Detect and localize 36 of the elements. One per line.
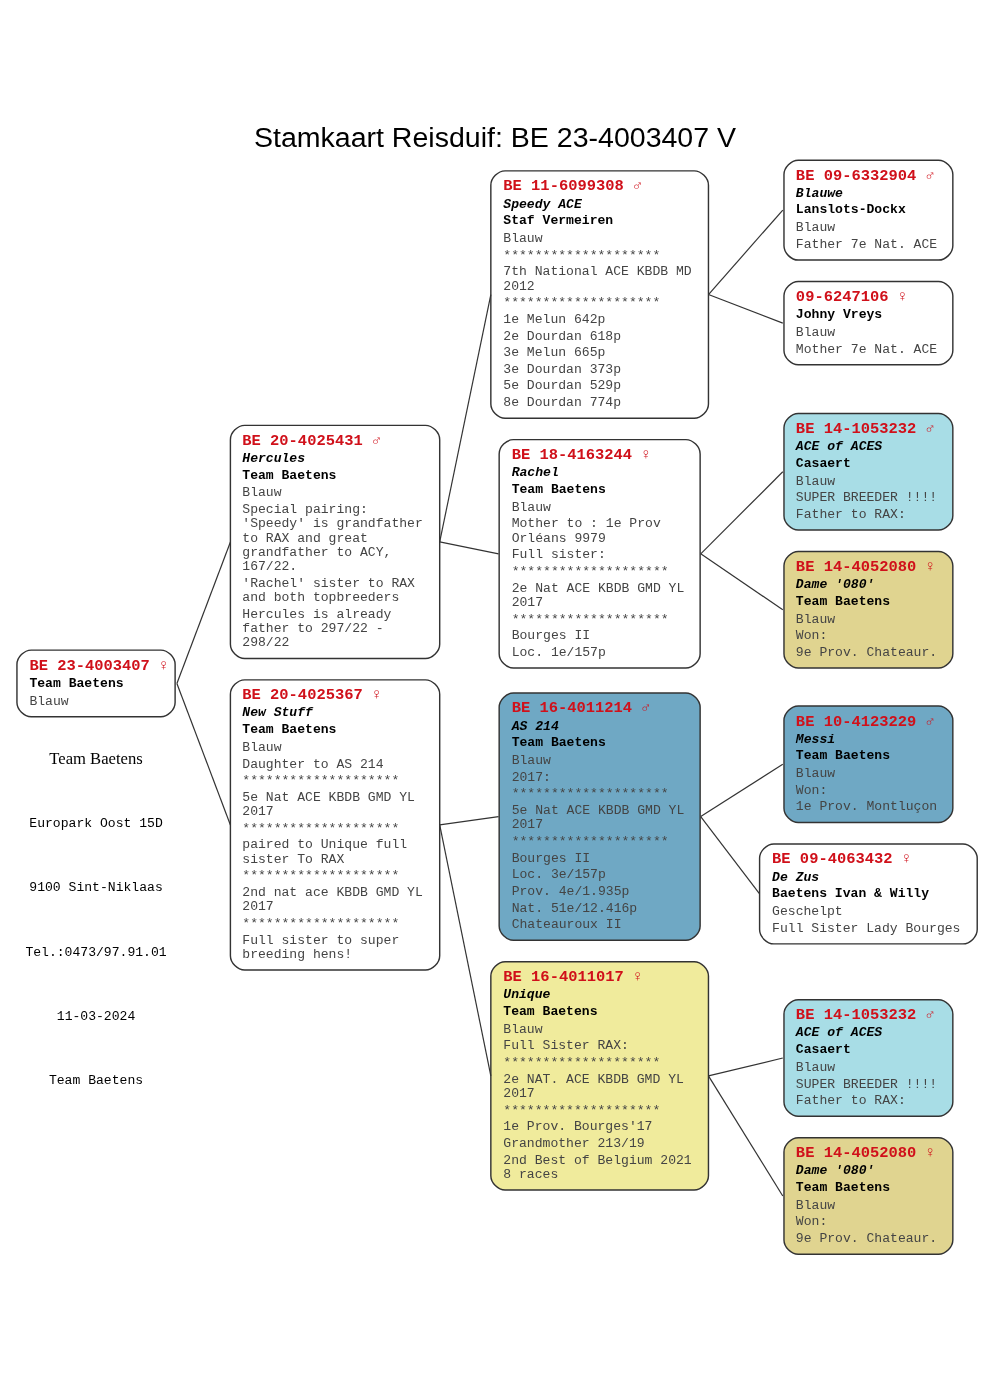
connector xyxy=(700,763,784,817)
label: 9100 Sint-Niklaas xyxy=(29,879,163,895)
node-box: BE 09-4063432 ♀ De Zus Baetens Ivan & Willy Geschelpt Full Sister Lady Bourges xyxy=(758,842,978,945)
node-box: BE 14-1053232 ♂ ACE of ACES Casaert Blauw SUPER BREEDER !!!! Father to RAX: xyxy=(783,998,954,1117)
node-box: BE 11-6099308 ♂ Speedy ACE Staf Vermeiren Blauw ******************** 7th National ACE KBDB MD 2012 ******************** 1e Melun 642p 2e Dourdan 618p 3e Melun 665p 3e Dourdan 373p 5e Dourdan 529p 8e Dourdan 774p xyxy=(490,169,710,419)
connector xyxy=(439,293,492,542)
diagram-title: Stamkaart Reisduif: BE 23-4003407 V xyxy=(253,120,737,153)
node-box: BE 16-4011017 ♀ Unique Team Baetens Blauw Full Sister RAX: ******************** 2e NAT. ACE KBDB GMD YL 2017 ******************** 1e Prov. Bourges'17 Grandmother 213/19 2nd Best of Belgium 2021 8 races xyxy=(490,960,710,1191)
connector xyxy=(176,682,231,826)
node-box: BE 14-1053232 ♂ ACE of ACES Casaert Blauw SUPER BREEDER !!!! Father to RAX: xyxy=(783,412,954,531)
label: Tel.:0473/97.91.01 xyxy=(25,944,167,960)
connector xyxy=(439,815,500,826)
connector xyxy=(707,1074,784,1197)
node-box: BE 18-4163244 ♀ Rachel Team Baetens Blauw Mother to : 1e Prov Orléans 9979 Full sister: ******************** 2e Nat ACE KBDB GMD YL 2017 ******************** Bourges II Loc. 1e/157p xyxy=(498,438,701,669)
node-box: BE 20-4025367 ♀ New Stuff Team Baetens Blauw Daughter to AS 214 ******************** 5e Nat ACE KBDB GMD YL 2017 ******************** paired to Unique full sister To RAX ******************** 2nd nat ace KBDB GMD YL 2017 ******************** Full sister to super breeding hens! xyxy=(229,678,441,971)
label: Team Baetens xyxy=(48,1072,144,1088)
node-box: BE 10-4123229 ♂ Messi Team Baetens Blauw Won: 1e Prov. Montluçon xyxy=(783,704,954,823)
node-box: BE 23-4003407 ♀ Team Baetens Blauw xyxy=(16,648,176,717)
connector xyxy=(439,823,492,1076)
label: Europark Oost 15D xyxy=(29,815,163,831)
connector xyxy=(176,540,231,684)
node-box: BE 20-4025431 ♂ Hercules Team Baetens Blauw Special pairing: 'Speedy' is grandfather to RAX and great grandfather to ACY, 167/22. 'Rachel' sister to RAX and both topbreeders Hercules is already father to 297/22 - 298/22 xyxy=(229,424,441,659)
node-box: BE 09-6332904 ♂ Blauwe Lanslots-Dockx Blauw Father 7e Nat. ACE xyxy=(783,158,954,261)
node-box: BE 16-4011214 ♂ AS 214 Team Baetens Blauw 2017: ******************** 5e Nat ACE KBDB GMD YL 2017 ******************** Bourges II Loc. 3e/157p Prov. 4e/1.935p Nat. 51e/12.416p Chateauroux II xyxy=(498,691,701,941)
connector xyxy=(439,540,500,554)
node-box: BE 14-4052080 ♀ Dame '080' Team Baetens Blauw Won: 9e Prov. Chateaur. xyxy=(783,1136,954,1255)
connector xyxy=(700,470,784,554)
connector xyxy=(707,293,784,324)
connector xyxy=(707,1056,784,1076)
node-box: BE 14-4052080 ♀ Dame '080' Team Baetens Blauw Won: 9e Prov. Chateaur. xyxy=(783,550,954,669)
connector xyxy=(700,552,784,610)
connector xyxy=(700,815,761,894)
node-box: 09-6247106 ♀ Johny Vreys Blauw Mother 7e Nat. ACE xyxy=(783,280,954,365)
label: Team Baetens xyxy=(49,748,143,768)
connector xyxy=(707,209,784,295)
label: 11-03-2024 xyxy=(56,1008,136,1024)
